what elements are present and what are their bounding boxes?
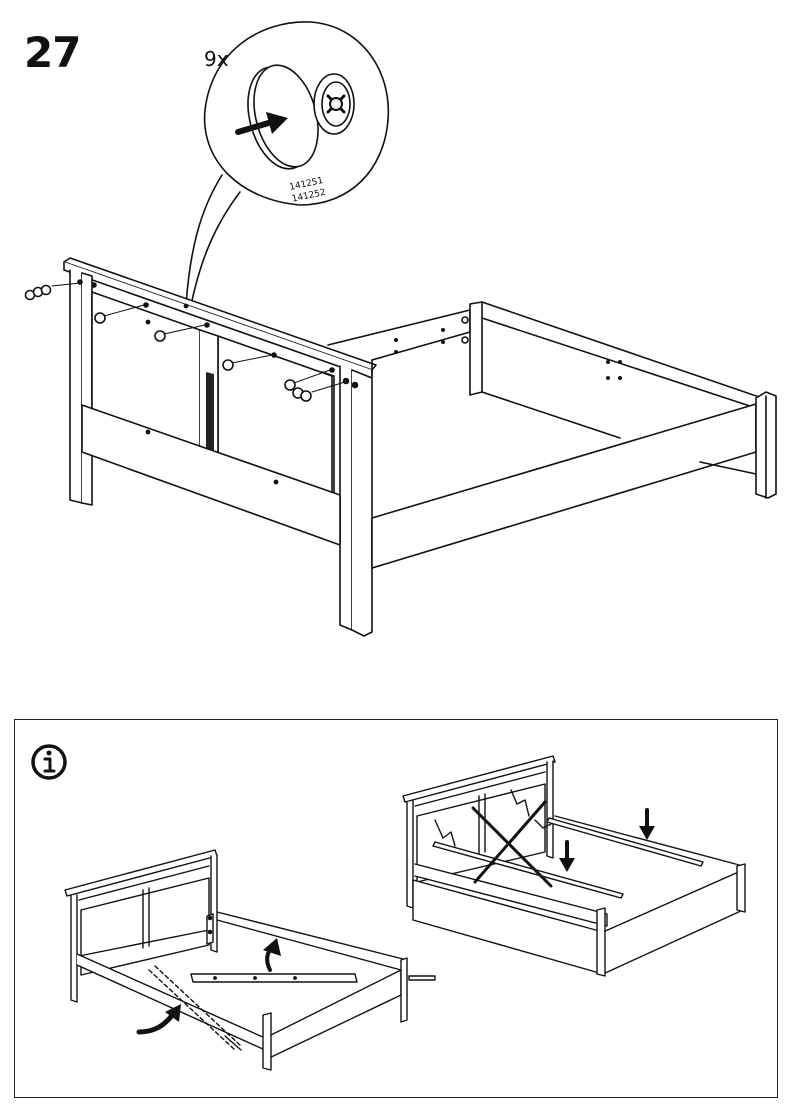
- info-panel: [14, 719, 778, 1098]
- info-icon: [31, 744, 67, 780]
- detail-callout: 9x 141251 141252: [185, 21, 390, 311]
- main-illustration: 9x 141251 141252: [24, 21, 777, 637]
- cover-caps-left: [24, 279, 97, 301]
- info-illustrations: [31, 744, 746, 1071]
- correct-illustration: [64, 849, 436, 1071]
- insert-arrow-icon: [235, 112, 288, 135]
- bed-frame: [24, 257, 777, 637]
- cam-lock-icon: [313, 73, 355, 135]
- incorrect-illustration: [402, 755, 746, 977]
- quantity-label: 9x: [204, 47, 229, 71]
- step-number: 27: [24, 28, 81, 77]
